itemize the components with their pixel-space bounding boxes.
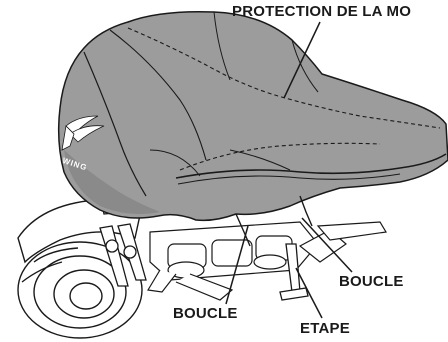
motorcycle-cover — [59, 12, 448, 246]
step-label: ETAPE — [300, 321, 350, 336]
cover-label: PROTECTION DE LA MO — [232, 4, 411, 19]
buckle-right-label: BOUCLE — [339, 274, 404, 289]
buckle-left-label: BOUCLE — [173, 306, 238, 321]
